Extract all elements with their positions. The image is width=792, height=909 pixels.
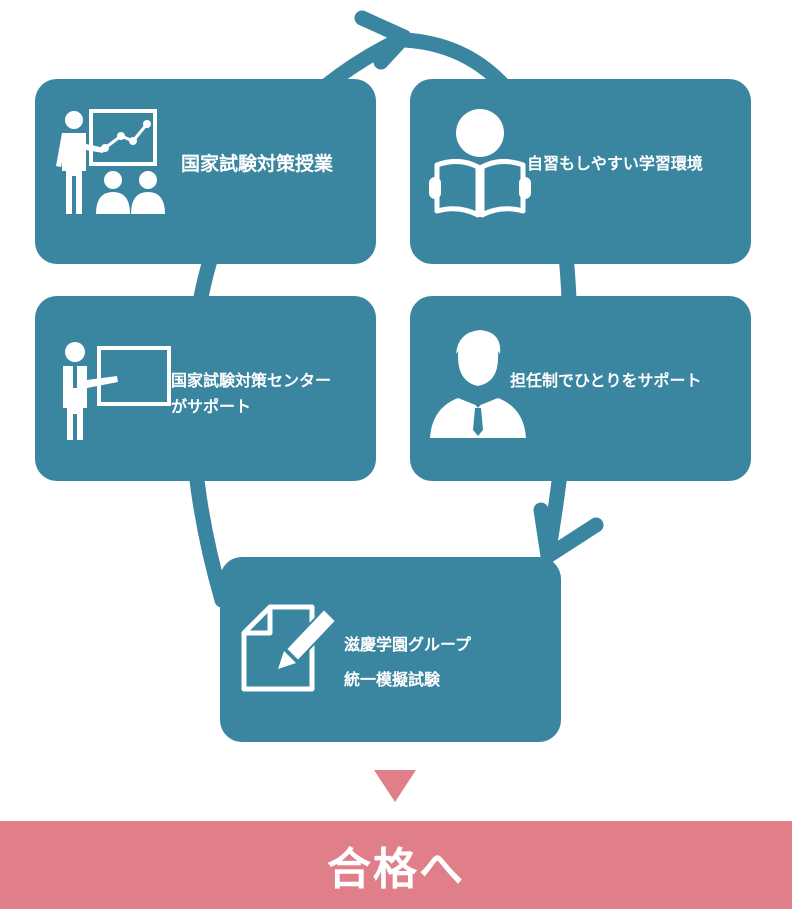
step-card-study-environment: 自習もしやすい学習環境 <box>410 79 751 264</box>
step-label-mock-exam-line1: 滋慶学園グループ <box>344 635 472 654</box>
step-label-exam-center: 国家試験対策センター がサポート <box>171 368 331 419</box>
step-label-homeroom-support: 担任制でひとりをサポート <box>510 371 702 390</box>
step-card-mock-exam: 滋慶学園グループ 統一模擬試験 <box>220 557 561 742</box>
goal-label: 合格へ <box>327 844 465 895</box>
step-card-exam-center: 国家試験対策センター がサポート <box>35 296 376 481</box>
goal-banner: 合格へ <box>0 821 792 909</box>
step-label-lecture: 国家試験対策授業 <box>181 153 334 175</box>
teacher-whiteboard-icon <box>63 342 171 440</box>
step-label-mock-exam: 滋慶学園グループ 統一模擬試験 <box>344 627 471 697</box>
step-label-exam-center-line1: 国家試験対策センター <box>171 371 332 390</box>
step-label-study-environment: 自習もしやすい学習環境 <box>527 154 703 173</box>
down-arrow <box>374 770 416 802</box>
businessman-icon <box>430 330 526 438</box>
reading-person-icon <box>429 109 531 218</box>
step-card-lecture: 国家試験対策授業 <box>35 79 376 264</box>
teacher-presentation-icon <box>56 109 165 214</box>
step-card-homeroom-support: 担任制でひとりをサポート <box>410 296 751 481</box>
step-label-mock-exam-line2: 統一模擬試験 <box>344 670 441 690</box>
step-label-exam-center-line2: がサポート <box>171 396 252 416</box>
document-pencil-icon <box>241 604 338 692</box>
